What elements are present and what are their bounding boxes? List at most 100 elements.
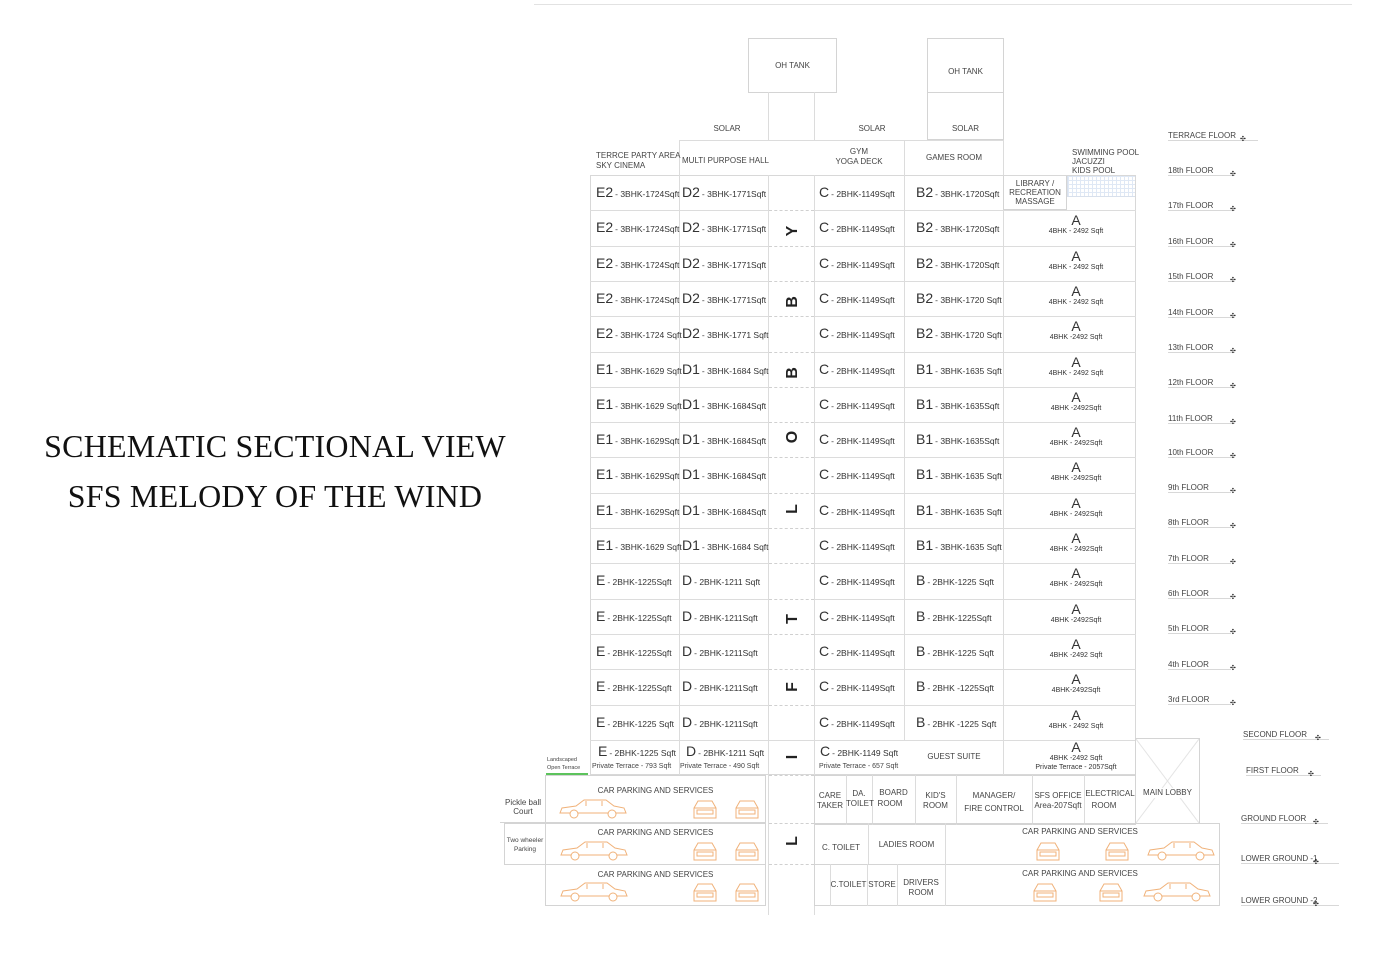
unit-spec: - 3BHK-1720 Sqft [935,295,1002,305]
floor-level-label: 6th FLOOR [1168,589,1231,599]
unit-d: D2- 3BHK-1771Sqft [682,290,766,306]
unit-spec: - 2BHK-1149Sqft [831,542,895,552]
unit-code: C [819,184,830,200]
unit-spec: - 3BHK-1771Sqft [701,224,767,234]
unit-d: D1- 3BHK-1684 Sqft [682,537,769,553]
unit-e: E1- 3BHK-1629 Sqft [596,396,682,412]
floor-level-label: FIRST FLOOR [1246,766,1321,776]
floor-slab-line [814,705,1136,706]
unit-spec: - 2BHK-1149Sqft [831,295,895,305]
unit-e: E2- 3BHK-1724Sqft [596,219,679,235]
level-marker-icon: ✣ [1230,523,1236,530]
unit-spec: - 2BHK-1225Sqft [607,577,672,587]
sfs-office-label-1: SFS OFFICE [1034,791,1082,800]
unit-b: B1- 3BHK-1635Sqft [916,396,999,412]
column-line-e-d [679,175,680,775]
unit-code: A [1071,283,1081,299]
floor-level-label: 7th FLOOR [1168,554,1231,564]
unit-spec: - 2BHK-1149Sqft [831,719,895,729]
unit-d: D1- 3BHK-1684 Sqft [682,361,769,377]
unit-e: E- 2BHK-1225Sqft [596,678,672,694]
terrace-wall-1 [679,140,680,178]
unit-spec: - 3BHK-1629Sqft [615,507,680,517]
kids-room-label-1: KID'S [925,791,946,800]
lg1-parking-left-label: CAR PARKING AND SERVICES [597,828,714,837]
unit-spec: - 3BHK-1629 Sqft [615,542,682,552]
wall [867,864,868,906]
lift-letter: L [784,836,801,846]
level-marker-icon: ✣ [1230,348,1236,355]
unit-code: A [1071,318,1081,334]
swimming-pool-label: SWIMMING POOL [1072,148,1140,157]
unit-spec: - 3BHK-1724Sqft [615,224,680,234]
unit-spec: - 3BHK-1629Sqft [615,436,680,446]
lg2-parking-left: CAR PARKING AND SERVICES [545,864,766,906]
unit-spec: 4BHK - 2492 Sqft [1048,370,1104,377]
car-side-icon [1143,882,1211,902]
unit-spec: 4BHK -2492Sqft [1050,475,1102,482]
oh-tank-right-label: OH TANK [948,67,983,76]
ladies-room-label: LADIES ROOM [878,840,935,849]
unit-code: C [819,714,830,730]
store-label: STORE [868,880,896,889]
floor-level-label: 14th FLOOR [1168,308,1236,318]
unit-spec: - 3BHK-1635 Sqft [935,542,1002,552]
gym-label: GYM [849,147,869,156]
unit-c: C- 2BHK-1149Sqft [819,184,895,200]
landscaped-terrace-green-line [546,773,588,775]
unit-b: B2- 3BHK-1720Sqft [916,184,999,200]
level-marker-icon: ✣ [1313,819,1319,826]
terrace-wall-3 [1003,140,1004,178]
unit-code: E [596,678,606,694]
floor-slab-line [814,669,1136,670]
level-marker-icon: ✣ [1313,859,1319,866]
unit-spec: - 3BHK-1724 Sqft [615,330,682,340]
c-toilet-lg2-label: C.TOILET [830,880,867,889]
yoga-deck-label: YOGA DECK [835,157,883,166]
unit-spec: - 2BHK-1225Sqft [927,613,992,623]
unit-code: E [596,643,606,659]
unit-e: E- 2BHK-1225Sqft [596,608,672,624]
unit-code: E [596,714,606,730]
unit-spec: - 3BHK-1724Sqft [615,295,680,305]
unit-code: A [1071,495,1081,511]
unit-spec: - 2BHK-1149Sqft [831,436,895,446]
unit-code: C [819,678,830,694]
unit-e: E2- 3BHK-1724 Sqft [596,325,682,341]
unit-spec: - 3BHK-1771Sqft [701,189,767,199]
unit-code: D [682,678,693,694]
lift-slab-dash [769,528,814,529]
unit-a-second: A 4BHK -2492 Sqft Private Terrace - 2057… [1011,740,1141,772]
two-wheeler-label-2: Parking [513,846,537,853]
floor-slab-line [814,493,1136,494]
floor-level-label: 13th FLOOR [1168,343,1236,353]
unit-code: D1 [682,431,700,447]
unit-b: B1- 3BHK-1635 Sqft [916,502,1002,518]
car-front-icon [735,842,759,861]
car-front-icon [735,883,759,902]
library-label: LIBRARY / [1015,179,1055,188]
unit-code: C [819,255,830,271]
unit-b: B- 2BHK-1225 Sqft [916,572,994,588]
floor-level-label: 8th FLOOR [1168,518,1231,528]
floor-level-label: TERRACE FLOOR [1168,131,1259,141]
unit-code: B1 [916,431,934,447]
unit-code: B [916,572,926,588]
level-marker-icon: ✣ [1230,453,1236,460]
floor-level-label: 10th FLOOR [1168,448,1236,458]
drivers-room-label-1: DRIVERS [903,878,939,887]
unit-code: B1 [916,537,934,553]
private-terrace-e: Private Terrace - 793 Sqft [592,763,672,770]
jacuzzi-label: JACUZZI [1072,157,1105,166]
massage-label: MASSAGE [1015,197,1055,206]
unit-spec: 4BHK - 2492 Sqft [1048,228,1104,235]
unit-code: D2 [682,184,700,200]
unit-spec: - 2BHK-1149Sqft [831,330,895,340]
unit-spec: - 3BHK-1771Sqft [701,260,767,270]
level-marker-icon: ✣ [1230,629,1236,636]
unit-e: E2- 3BHK-1724Sqft [596,290,679,306]
court-label: Court [513,807,533,816]
unit-spec: - 2BHK-1149Sqft [831,471,895,481]
